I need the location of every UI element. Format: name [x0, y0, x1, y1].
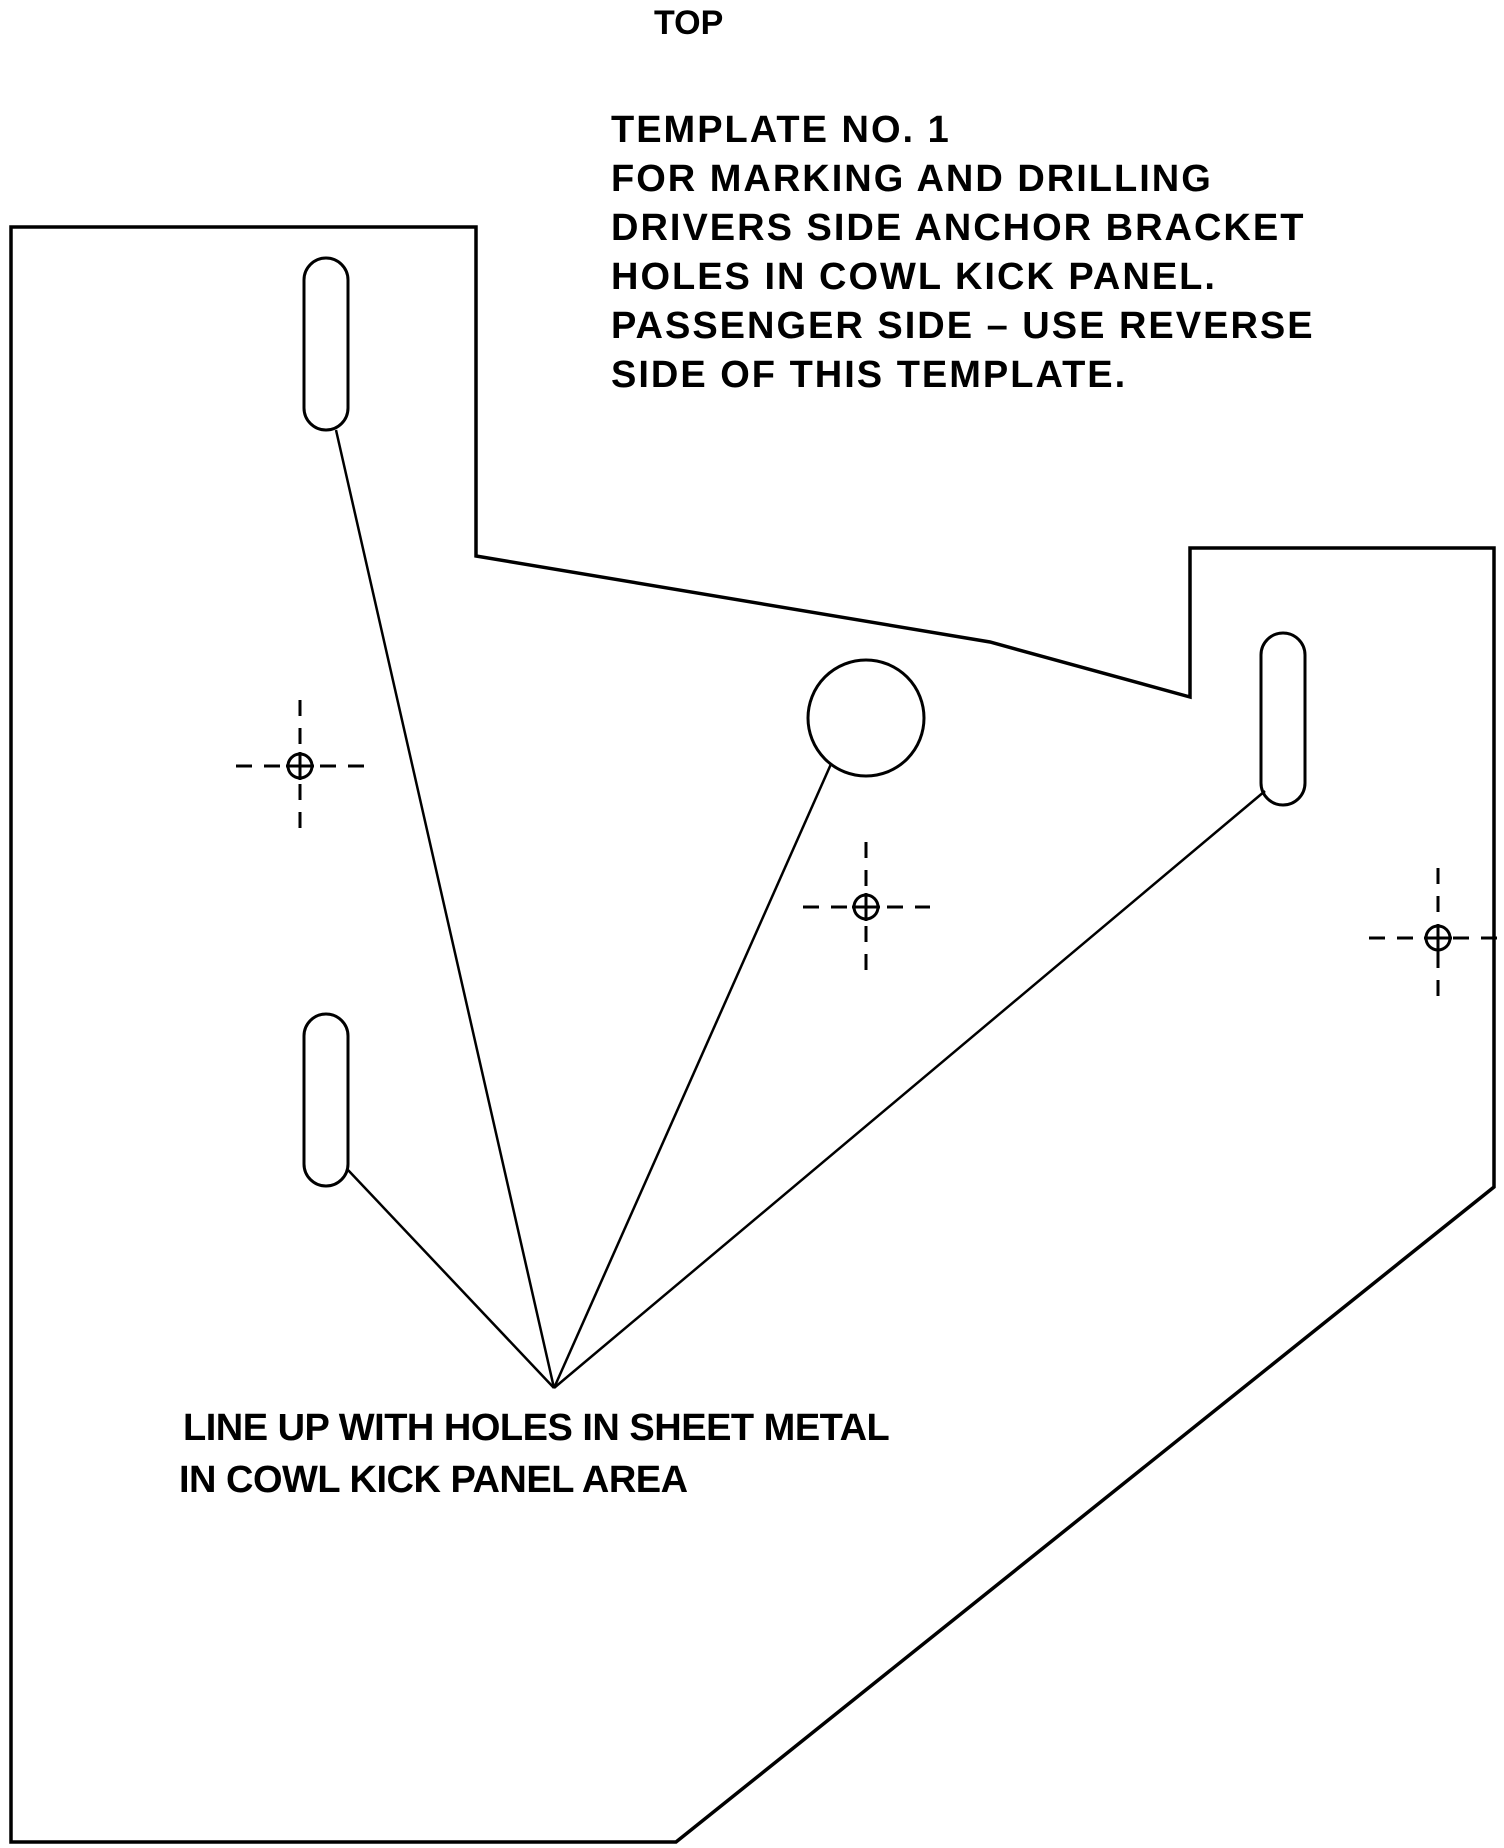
drill-mark-center [803, 842, 930, 972]
instruction-line-4: HOLES IN COWL KICK PANEL. [611, 256, 1217, 298]
drill-mark-left [236, 700, 366, 830]
template-instructions: TEMPLATE NO. 1 FOR MARKING AND DRILLING … [611, 109, 1315, 396]
alignment-note-line-2: IN COWL KICK PANEL AREA [179, 1459, 688, 1501]
instruction-line-1: TEMPLATE NO. 1 [611, 109, 951, 151]
orientation-label: TOP [654, 4, 723, 42]
instruction-line-3: DRIVERS SIDE ANCHOR BRACKET [611, 207, 1305, 249]
slot-hole-upper-left [302, 256, 350, 432]
slot-hole-right [1259, 631, 1307, 807]
template-outline [9, 225, 1496, 1844]
round-hole [806, 658, 926, 778]
instruction-line-5: PASSENGER SIDE – USE REVERSE [611, 305, 1315, 347]
leader-line-round-hole [552, 763, 833, 1389]
instruction-line-2: FOR MARKING AND DRILLING [611, 158, 1213, 200]
leader-line-upper-left-slot [334, 429, 556, 1389]
slot-hole-lower-left [302, 1012, 350, 1188]
instruction-line-6: SIDE OF THIS TEMPLATE. [611, 354, 1127, 396]
alignment-note-line-1: LINE UP WITH HOLES IN SHEET METAL [183, 1407, 890, 1449]
alignment-note: LINE UP WITH HOLES IN SHEET METAL IN COW… [179, 1407, 890, 1501]
leader-lines [334, 429, 1266, 1389]
leader-line-lower-left-slot [347, 1169, 555, 1389]
leader-line-right-slot [553, 790, 1266, 1389]
drill-mark-right [1369, 868, 1504, 1008]
